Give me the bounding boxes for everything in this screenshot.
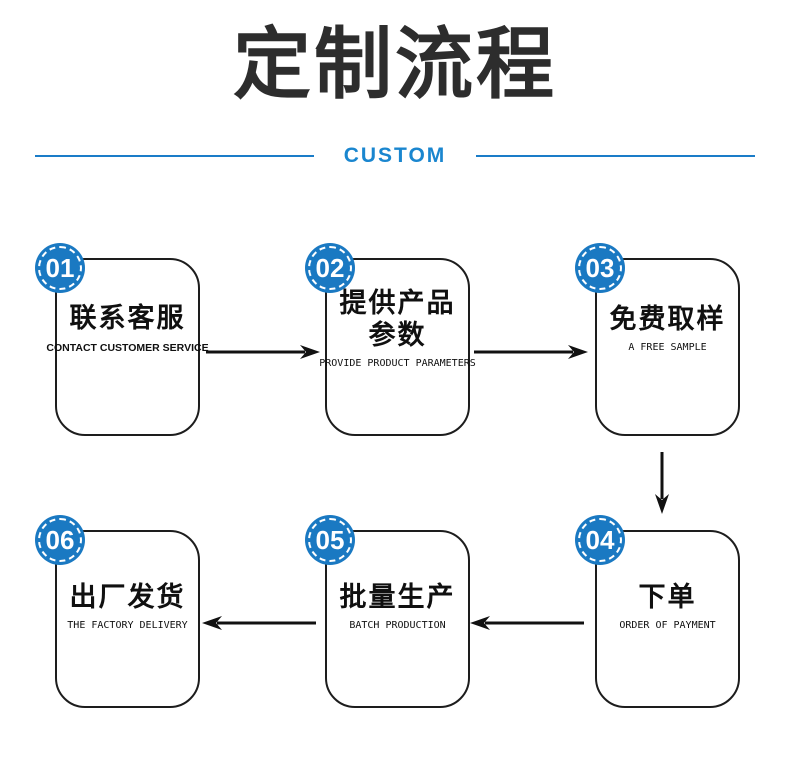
arrow-left-icon [202, 615, 318, 631]
step-number-badge: 05 [305, 515, 355, 565]
arrow-left-icon [470, 615, 586, 631]
step-caption: A FREE SAMPLE [628, 342, 707, 354]
step-number: 02 [315, 253, 345, 283]
step-number: 06 [45, 525, 75, 555]
step-number-badge: 04 [575, 515, 625, 565]
step-box-01: 01 联系客服 CONTACT CUSTOMER SERVICE [35, 243, 209, 436]
step-number-badge: 03 [575, 243, 625, 293]
step-number-badge: 01 [35, 243, 85, 293]
step-box-06: 06 出厂发货 THE FACTORY DELIVERY [35, 515, 200, 708]
divider-line-left [35, 155, 314, 157]
arrow-down-icon [654, 450, 670, 514]
divider-line-right [476, 155, 755, 157]
subtitle-label: CUSTOM [343, 144, 447, 167]
step-number-badge: 06 [35, 515, 85, 565]
subtitle-divider: CUSTOM [35, 143, 755, 169]
step-number: 01 [45, 253, 75, 283]
step-caption: THE FACTORY DELIVERY [67, 620, 188, 632]
step-number: 05 [315, 525, 345, 555]
step-box-03: 03 免费取样 A FREE SAMPLE [575, 243, 740, 436]
step-title: 免费取样 [609, 303, 726, 334]
step-title: 下单 [638, 581, 697, 612]
step-title: 批量生产 [339, 581, 456, 612]
arrow-right-icon [204, 344, 320, 360]
step-caption: CONTACT CUSTOMER SERVICE [46, 341, 209, 354]
step-box-02: 02 提供产品 参数 PROVIDE PRODUCT PARAMETERS [305, 243, 476, 436]
step-box-04: 04 下单 ORDER OF PAYMENT [575, 515, 740, 708]
step-number-badge: 02 [305, 243, 355, 293]
step-title: 出厂发货 [69, 581, 186, 612]
arrow-right-icon [472, 344, 588, 360]
step-number: 04 [585, 525, 615, 555]
step-box-05: 05 批量生产 BATCH PRODUCTION [305, 515, 470, 708]
step-caption: BATCH PRODUCTION [349, 620, 446, 632]
page-title: 定制流程 [232, 20, 557, 108]
step-caption: ORDER OF PAYMENT [619, 620, 716, 632]
step-title: 联系客服 [69, 303, 186, 334]
step-title: 提供产品 [339, 287, 456, 318]
step-number: 03 [585, 253, 615, 283]
step-title-line2: 参数 [368, 320, 427, 350]
step-caption: PROVIDE PRODUCT PARAMETERS [319, 358, 476, 370]
